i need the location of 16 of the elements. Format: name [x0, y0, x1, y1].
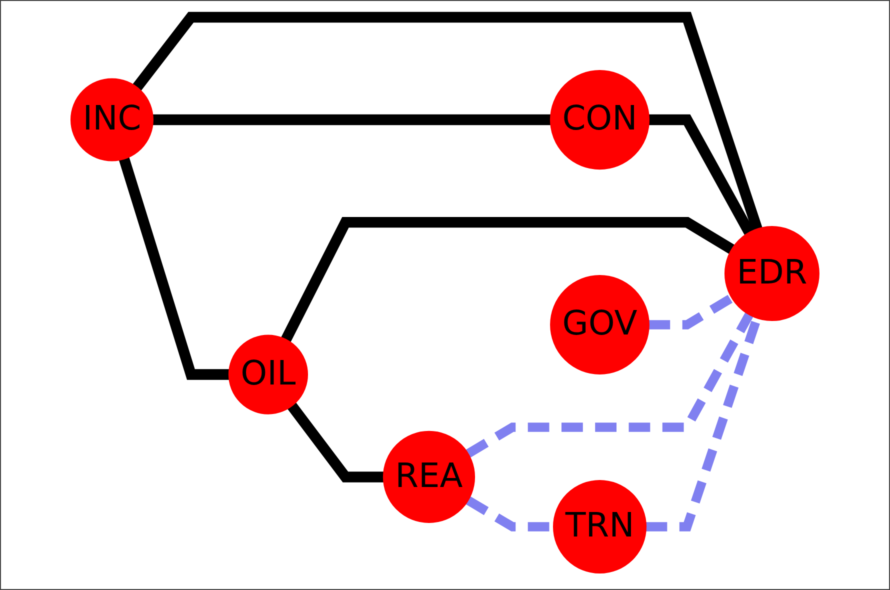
connector	[281, 216, 735, 342]
network-graph: INC CON OIL EDR GOV TRN REA	[59, 5, 831, 585]
node-circle	[70, 78, 154, 162]
node-circle	[382, 430, 476, 524]
node-circle	[553, 480, 647, 574]
connector	[648, 294, 734, 330]
node-circle	[550, 275, 650, 374]
connector	[648, 114, 754, 236]
connector	[466, 312, 754, 458]
node-circle	[228, 334, 308, 414]
connector	[132, 12, 762, 231]
node-circle	[550, 70, 650, 170]
connector	[287, 402, 384, 482]
node-circle	[724, 226, 820, 322]
connector	[152, 114, 551, 126]
connector	[118, 157, 230, 380]
